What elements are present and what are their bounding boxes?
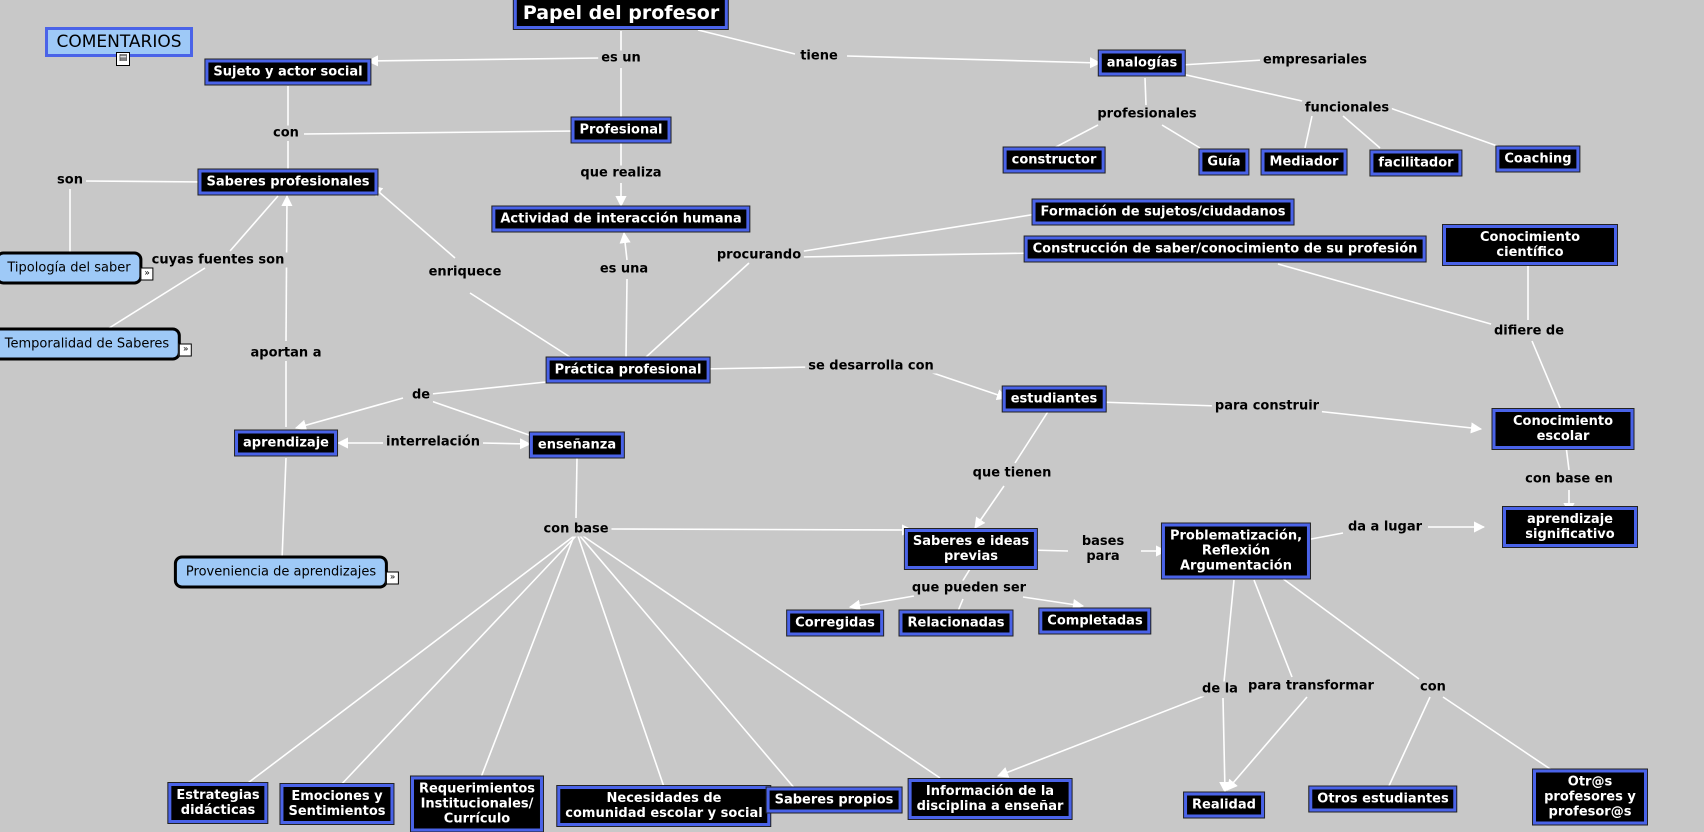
link-para-transformar: para transformar bbox=[1245, 678, 1377, 694]
link-de-la: de la bbox=[1199, 681, 1241, 697]
link-enriquece: enriquece bbox=[425, 264, 505, 280]
concept-otros-profesores[interactable]: Otr@s profesores y profesor@s bbox=[1533, 769, 1647, 825]
concept-coaching[interactable]: Coaching bbox=[1496, 146, 1580, 172]
link-es-una: es una bbox=[596, 261, 652, 277]
resource-temporalidad-de-saberes[interactable]: Temporalidad de Saberes » bbox=[0, 327, 193, 361]
concept-construccion-saber[interactable]: Construcción de saber/conocimiento de su… bbox=[1024, 236, 1426, 262]
concept-saberes-propios[interactable]: Saberes propios bbox=[766, 787, 902, 813]
concept-conocimiento-escolar[interactable]: Conocimiento escolar bbox=[1492, 409, 1634, 449]
concept-analogias[interactable]: analogías bbox=[1098, 50, 1186, 76]
link-que-pueden-ser: que pueden ser bbox=[908, 580, 1030, 596]
concept-necesidades-comunidad[interactable]: Necesidades de comunidad escolar y socia… bbox=[557, 786, 771, 826]
concept-formacion-sujetos[interactable]: Formación de sujetos/ciudadanos bbox=[1032, 199, 1294, 225]
resource-label: Temporalidad de Saberes bbox=[4, 336, 170, 352]
concept-sujeto-actor-social[interactable]: Sujeto y actor social bbox=[205, 59, 371, 85]
comments-label: COMENTARIOS bbox=[56, 32, 182, 52]
concept-ensenanza[interactable]: enseñanza bbox=[529, 432, 625, 458]
comentarios-box[interactable]: COMENTARIOS ▤ bbox=[45, 27, 193, 66]
concept-emociones-sentimientos[interactable]: Emociones y Sentimientos bbox=[280, 784, 394, 824]
link-tiene: tiene bbox=[797, 48, 841, 64]
resource-proveniencia-de-aprendizajes[interactable]: Proveniencia de aprendizajes » bbox=[173, 555, 400, 589]
link-de: de bbox=[408, 387, 434, 403]
link-funcionales: funcionales bbox=[1301, 100, 1393, 116]
concept-realidad[interactable]: Realidad bbox=[1184, 792, 1264, 818]
resource-label: Tipología del saber bbox=[7, 260, 131, 276]
resource-label: Proveniencia de aprendizajes bbox=[185, 564, 377, 580]
concept-facilitador[interactable]: facilitador bbox=[1370, 150, 1462, 176]
concept-practica-profesional[interactable]: Práctica profesional bbox=[546, 357, 710, 383]
link-procurando: procurando bbox=[713, 247, 805, 263]
concept-papel-del-profesor[interactable]: Papel del profesor bbox=[513, 0, 729, 29]
concept-conocimiento-cientifico[interactable]: Conocimiento científico bbox=[1443, 225, 1617, 265]
concept-saberes-ideas-previas[interactable]: Saberes e ideas previas bbox=[904, 529, 1038, 569]
link-bases-para: bases para bbox=[1078, 534, 1128, 564]
concept-estudiantes[interactable]: estudiantes bbox=[1002, 386, 1106, 412]
concept-completadas[interactable]: Completadas bbox=[1039, 608, 1151, 634]
double-chevron-icon[interactable]: » bbox=[386, 571, 400, 585]
link-son: son bbox=[54, 172, 86, 188]
resource-tipologia-del-saber[interactable]: Tipología del saber » bbox=[0, 251, 154, 285]
link-que-tienen: que tienen bbox=[969, 465, 1055, 481]
concept-informacion-disciplina[interactable]: Información de la disciplina a enseñar bbox=[908, 779, 1072, 819]
double-chevron-icon[interactable]: » bbox=[140, 267, 154, 281]
link-con-2: con bbox=[1417, 679, 1449, 695]
concept-actividad-interaccion[interactable]: Actividad de interacción humana bbox=[492, 206, 750, 232]
link-para-construir: para construir bbox=[1211, 398, 1323, 414]
concept-relacionadas[interactable]: Relacionadas bbox=[899, 610, 1013, 636]
link-empresariales: empresariales bbox=[1259, 52, 1371, 68]
link-interrelacion: interrelación bbox=[383, 434, 483, 450]
concept-constructor[interactable]: constructor bbox=[1003, 147, 1105, 173]
concept-estrategias-didacticas[interactable]: Estrategias didácticas bbox=[168, 783, 268, 823]
concept-corregidas[interactable]: Corregidas bbox=[787, 610, 883, 636]
double-chevron-icon[interactable]: » bbox=[179, 343, 193, 357]
concept-aprendizaje-significativo[interactable]: aprendizaje significativo bbox=[1503, 507, 1637, 547]
link-cuyas-fuentes-son: cuyas fuentes son bbox=[148, 252, 288, 268]
link-se-desarrolla-con: se desarrolla con bbox=[805, 358, 937, 374]
link-da-a-lugar: da a lugar bbox=[1344, 519, 1426, 535]
concept-guia[interactable]: Guía bbox=[1199, 149, 1249, 175]
concept-saberes-profesionales[interactable]: Saberes profesionales bbox=[198, 169, 378, 195]
concept-mediador[interactable]: Mediador bbox=[1261, 149, 1347, 175]
concept-otros-estudiantes[interactable]: Otros estudiantes bbox=[1309, 786, 1457, 812]
concept-profesional[interactable]: Profesional bbox=[571, 117, 671, 143]
concept-requerimientos[interactable]: Requerimientos Institucionales/ Currícul… bbox=[410, 776, 544, 832]
link-es-un: es un bbox=[598, 50, 644, 66]
link-profesionales: profesionales bbox=[1094, 106, 1200, 122]
link-aportan-a: aportan a bbox=[247, 345, 325, 361]
link-que-realiza: que realiza bbox=[577, 165, 665, 181]
link-con-base: con base bbox=[540, 521, 612, 537]
link-difiere-de: difiere de bbox=[1490, 323, 1568, 339]
link-con: con bbox=[270, 125, 302, 141]
concept-aprendizaje[interactable]: aprendizaje bbox=[235, 430, 337, 456]
link-con-base-en: con base en bbox=[1522, 471, 1616, 487]
concept-problematizacion[interactable]: Problematización, Reflexión Argumentació… bbox=[1161, 523, 1311, 579]
note-icon[interactable]: ▤ bbox=[116, 52, 130, 66]
